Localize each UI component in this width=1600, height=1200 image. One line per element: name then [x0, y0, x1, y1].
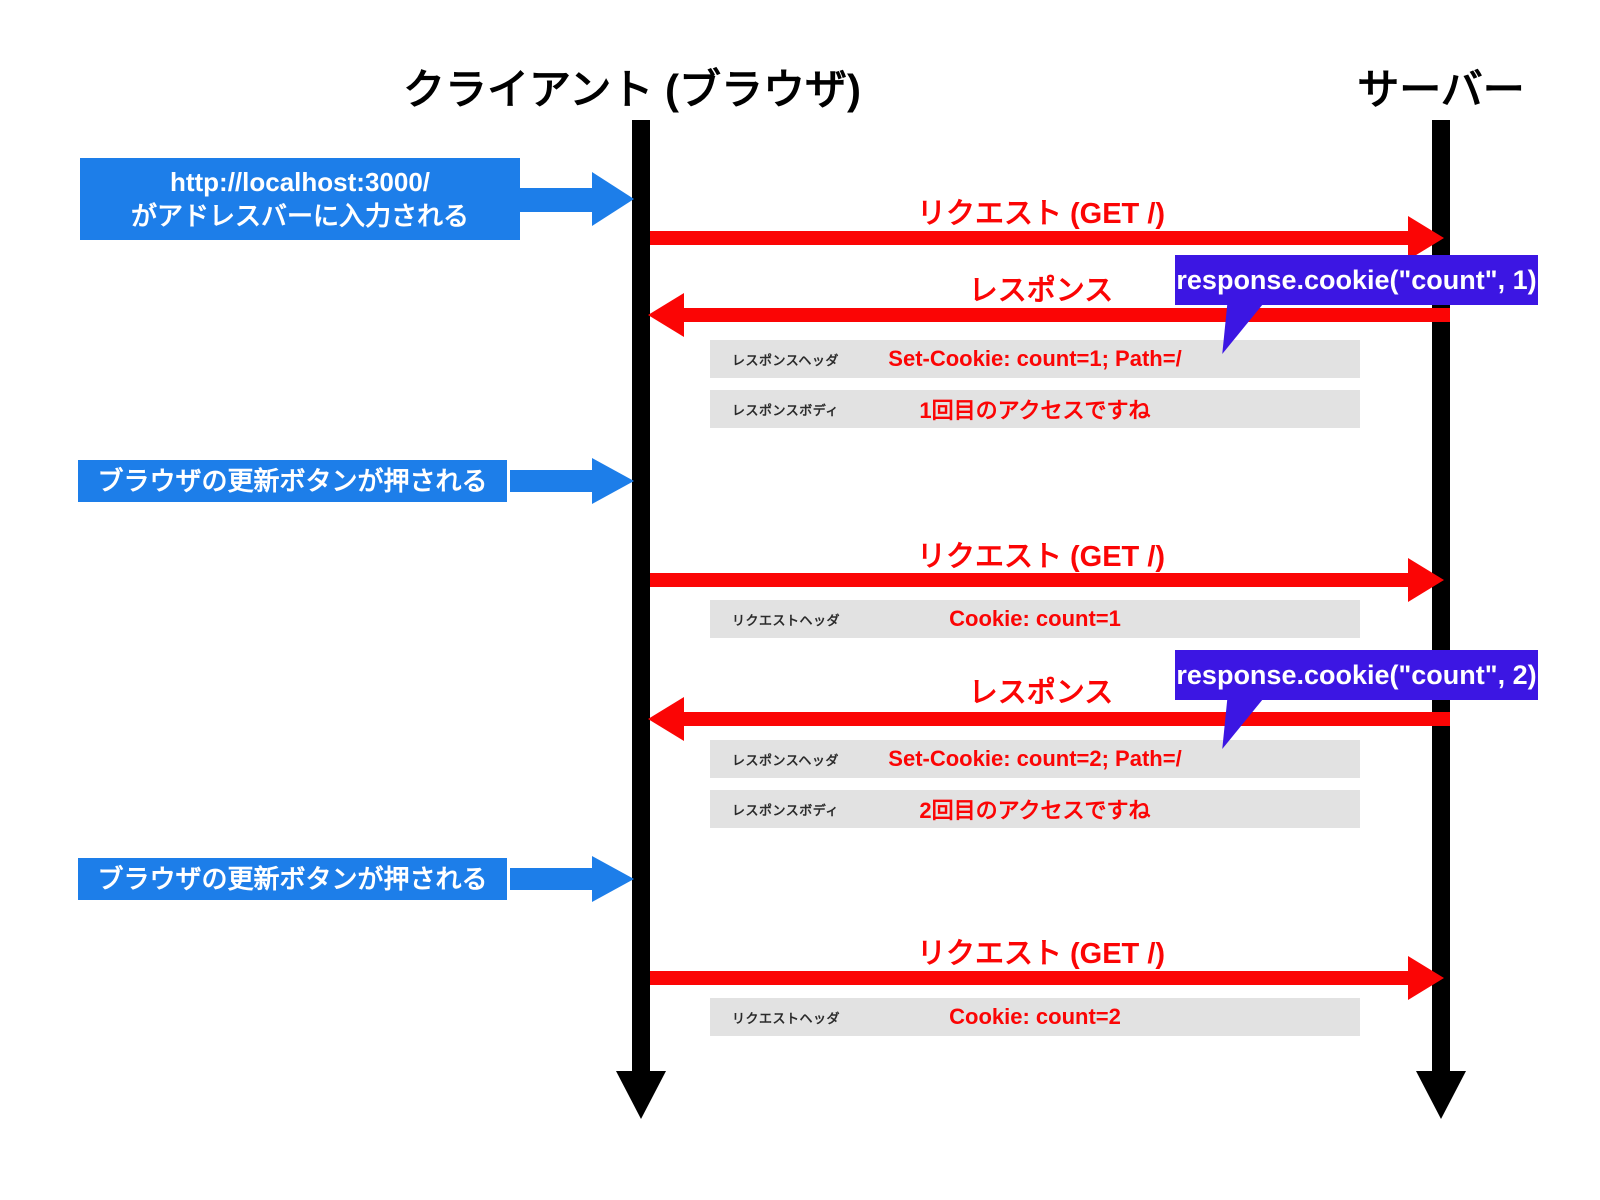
- client-actor-title: クライアント (ブラウザ): [403, 66, 861, 113]
- info-box-value: 2回目のアクセスですね: [919, 798, 1151, 823]
- request-arrow-3: [650, 971, 1408, 985]
- event-arrow-3: [510, 868, 592, 890]
- code-callout-text: response.cookie("count", 1): [1176, 264, 1537, 295]
- info-box-value: Cookie: count=1: [949, 606, 1121, 631]
- request-arrow-2: [650, 573, 1408, 587]
- message-label-response-2: レスポンス: [968, 677, 1114, 709]
- info-box-response-header-2: レスポンスヘッダ Set-Cookie: count=2; Path=/: [710, 740, 1360, 778]
- event-text-line1: ブラウザの更新ボタンが押される: [97, 863, 488, 894]
- event-arrow-2-head-icon: [592, 458, 634, 504]
- response-arrow-1-head-icon: [648, 293, 684, 337]
- event-arrow-3-head-icon: [592, 856, 634, 902]
- message-label-request-1: リクエスト (GET /): [916, 198, 1166, 230]
- event-text-line1: http://localhost:3000/: [169, 166, 431, 197]
- server-lifeline-arrowhead-icon: [1416, 1071, 1466, 1119]
- info-box-key: レスポンスヘッダ: [732, 752, 839, 768]
- info-box-value: Cookie: count=2: [949, 1004, 1121, 1029]
- response-arrow-1: [684, 308, 1450, 322]
- event-arrow-1: [520, 188, 592, 212]
- info-box-request-header-3: リクエストヘッダ Cookie: count=2: [710, 998, 1360, 1036]
- message-label-request-2: リクエスト (GET /): [916, 541, 1166, 573]
- info-box-key: レスポンスヘッダ: [732, 352, 839, 368]
- code-callout-1: response.cookie("count", 1): [1175, 255, 1538, 305]
- client-lifeline-arrowhead-icon: [616, 1071, 666, 1119]
- request-arrow-3-head-icon: [1408, 956, 1444, 1000]
- info-box-key: リクエストヘッダ: [732, 1010, 841, 1026]
- message-label-request-3: リクエスト (GET /): [916, 938, 1166, 970]
- info-box-value: Set-Cookie: count=2; Path=/: [888, 746, 1182, 771]
- request-arrow-1-head-icon: [1408, 216, 1444, 260]
- event-box-refresh-2: ブラウザの更新ボタンが押される: [78, 858, 507, 900]
- info-box-key: レスポンスボディ: [732, 802, 839, 818]
- event-box-refresh-1: ブラウザの更新ボタンが押される: [78, 460, 507, 502]
- response-arrow-2-head-icon: [648, 697, 684, 741]
- info-box-value: 1回目のアクセスですね: [919, 398, 1151, 423]
- request-arrow-1: [650, 231, 1408, 245]
- event-box-url-entered: http://localhost:3000/ がアドレスバーに入力される: [80, 158, 520, 240]
- code-callout-2: response.cookie("count", 2): [1175, 650, 1538, 700]
- code-callout-text: response.cookie("count", 2): [1176, 659, 1537, 690]
- event-arrow-2: [510, 470, 592, 492]
- response-arrow-2: [684, 712, 1450, 726]
- info-box-key: レスポンスボディ: [732, 402, 839, 418]
- info-box-request-header-2: リクエストヘッダ Cookie: count=1: [710, 600, 1360, 638]
- client-lifeline: [632, 120, 650, 1071]
- info-box-response-body-2: レスポンスボディ 2回目のアクセスですね: [710, 790, 1360, 828]
- request-arrow-2-head-icon: [1408, 558, 1444, 602]
- message-label-response-1: レスポンス: [968, 275, 1114, 307]
- event-text-line1: ブラウザの更新ボタンが押される: [97, 465, 488, 496]
- info-box-value: Set-Cookie: count=1; Path=/: [888, 346, 1182, 371]
- info-box-key: リクエストヘッダ: [732, 612, 841, 628]
- event-arrow-1-head-icon: [592, 172, 634, 226]
- info-box-response-header-1: レスポンスヘッダ Set-Cookie: count=1; Path=/: [710, 340, 1360, 378]
- event-text-line2: がアドレスバーに入力される: [130, 201, 469, 231]
- server-actor-title: サーバー: [1357, 66, 1525, 113]
- info-box-response-body-1: レスポンスボディ 1回目のアクセスですね: [710, 390, 1360, 428]
